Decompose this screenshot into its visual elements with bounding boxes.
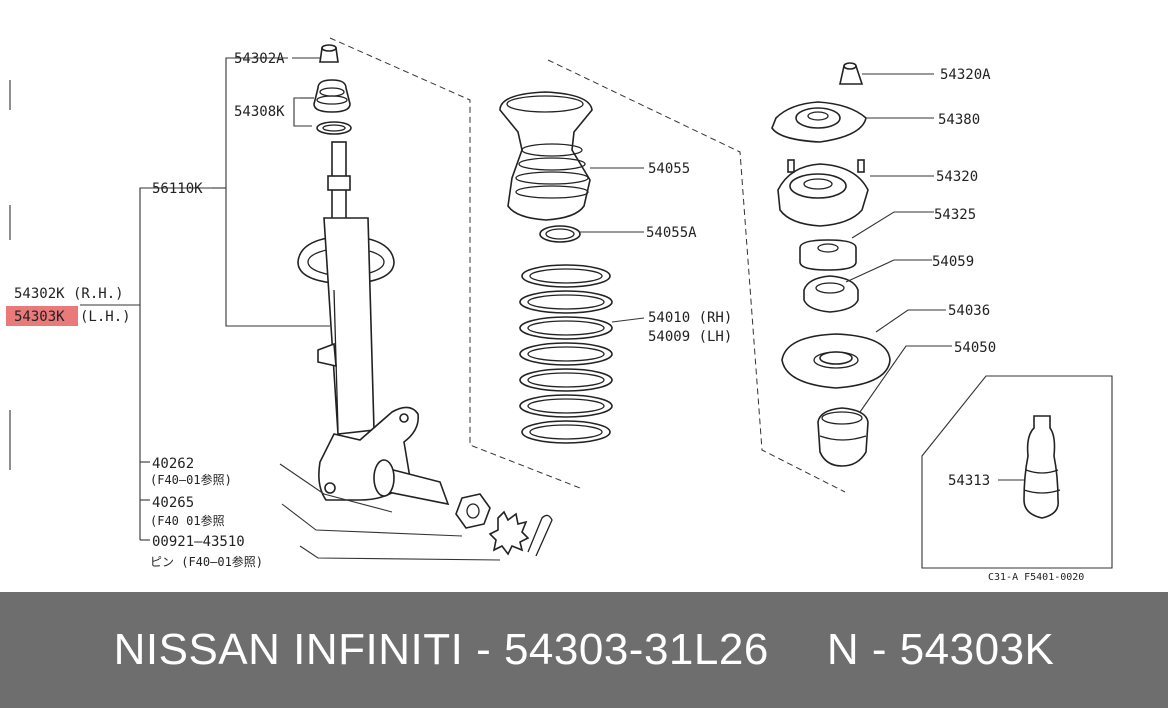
label-40262[interactable]: 40262 <box>152 456 194 472</box>
label-54036[interactable]: 54036 <box>948 303 990 319</box>
label-54302K[interactable]: 54302K (R.H.) <box>14 286 124 302</box>
label-54059[interactable]: 54059 <box>932 254 974 270</box>
label-00921-ref: ピン (F40—01参照) <box>150 554 263 569</box>
label-00921[interactable]: 00921—43510 <box>152 534 245 550</box>
cotter-pin[interactable] <box>527 514 553 557</box>
inset-box <box>921 375 1113 569</box>
nut-lock-cap[interactable] <box>488 510 530 556</box>
strut-body[interactable] <box>323 217 375 435</box>
footer-part-number: NISSAN INFINITI - 54303-31L26 <box>113 625 769 674</box>
callout-lines-right <box>845 73 952 413</box>
label-54303K[interactable]: 54303K <box>14 309 65 325</box>
nut-top <box>321 44 337 52</box>
washer[interactable] <box>316 121 352 135</box>
seat-54059[interactable] <box>803 275 859 313</box>
label-54313[interactable]: 54313 <box>948 473 990 489</box>
hub-nut-40265[interactable] <box>455 493 491 529</box>
label-40265-ref: (F40 01参照 <box>150 513 225 528</box>
label-54303K-side: (L.H.) <box>80 309 131 325</box>
label-54380[interactable]: 54380 <box>938 112 980 128</box>
callout-lines-middle <box>580 167 645 323</box>
footer-oem-code: N - 54303K <box>826 625 1055 674</box>
bearing-54325[interactable] <box>799 239 857 271</box>
callout-lines-left <box>80 57 501 561</box>
label-40265[interactable]: 40265 <box>152 495 194 511</box>
label-54308K[interactable]: 54308K <box>234 104 285 120</box>
mount-group <box>771 62 891 467</box>
label-54320A[interactable]: 54320A <box>940 67 991 83</box>
assembly-dash <box>329 37 581 489</box>
label-56110K[interactable]: 56110K <box>152 181 203 197</box>
part-54313[interactable] <box>1023 415 1059 519</box>
label-54010[interactable]: 54010 (RH) <box>648 310 732 326</box>
label-40262-ref: (F40—01参照) <box>150 472 232 487</box>
figure-code: C31-A F5401-0020 <box>988 572 1084 583</box>
spring-group <box>499 91 613 444</box>
label-54009[interactable]: 54009 (LH) <box>648 329 732 345</box>
label-54302A[interactable]: 54302A <box>234 51 285 67</box>
label-54055[interactable]: 54055 <box>648 161 690 177</box>
strut-group <box>297 44 553 557</box>
assembly-dash <box>547 59 846 493</box>
label-54055A[interactable]: 54055A <box>646 225 697 241</box>
part-highlight <box>6 306 78 326</box>
footer-banner: NISSAN INFINITI - 54303-31L26 N - 54303K <box>0 592 1168 708</box>
coil-spring-54010[interactable] <box>519 264 613 444</box>
label-54050[interactable]: 54050 <box>954 340 996 356</box>
label-54320[interactable]: 54320 <box>936 169 978 185</box>
label-54325[interactable]: 54325 <box>934 207 976 223</box>
parts-diagram: 54302A 54308K 56110K 54302K (R.H.) 54303… <box>6 37 1113 583</box>
